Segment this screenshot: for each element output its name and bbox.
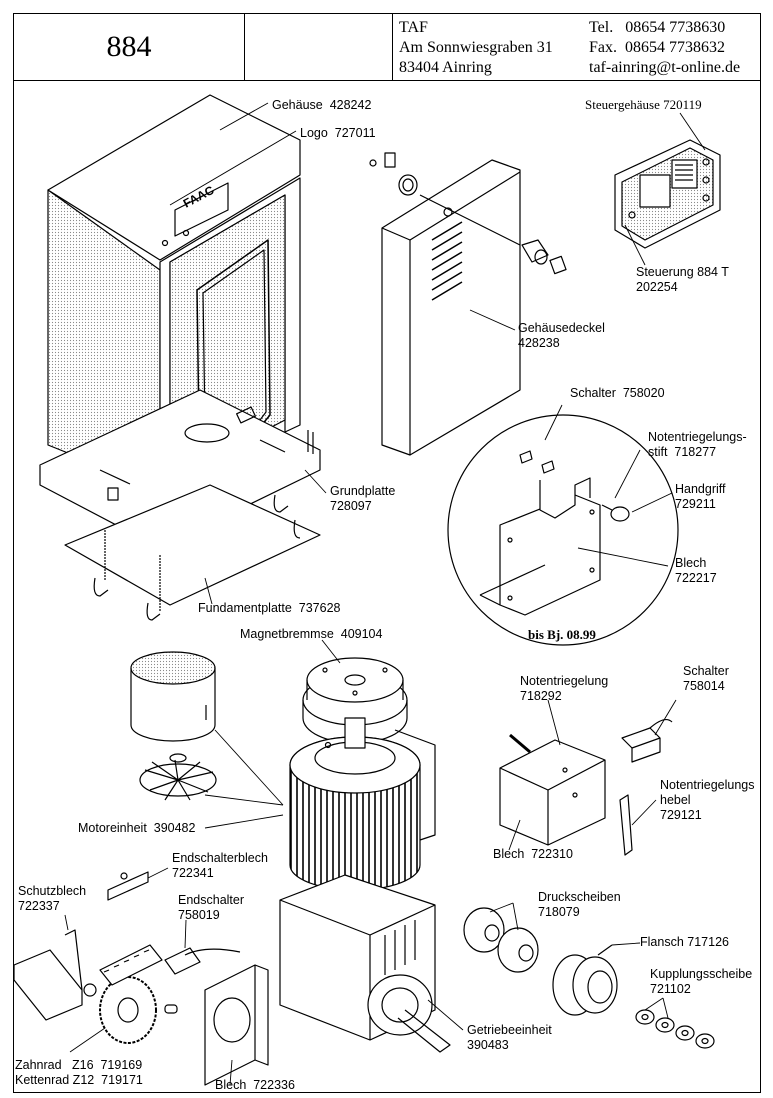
label-motoreinheit: Motoreinheit 390482 bbox=[78, 821, 196, 835]
label-steuergehaeuse: Steuergehäuse 720119 bbox=[585, 97, 702, 112]
inset-note: bis Bj. 08.99 bbox=[528, 627, 596, 642]
label-blech-722310: Blech 722310 bbox=[493, 847, 573, 861]
label-logo: Logo 727011 bbox=[300, 126, 376, 140]
label-fundamentplatte: Fundamentplatte 737628 bbox=[198, 601, 341, 615]
title-block: 884 TAF Am Sonnwiesgraben 31 83404 Ainri… bbox=[14, 14, 760, 81]
leader-lines bbox=[64, 102, 706, 1086]
fan-drawing bbox=[130, 651, 217, 801]
housing-cover-drawing bbox=[381, 159, 521, 456]
email: taf-ainring@t-online.de bbox=[589, 59, 741, 76]
foundation-plate-drawing bbox=[64, 484, 321, 621]
label-gehaeuse: Gehäuse 428242 bbox=[272, 98, 372, 112]
flange-drawing bbox=[552, 944, 618, 1016]
fax: Fax. 08654 7738632 bbox=[589, 39, 725, 56]
city: 83404 Ainring bbox=[399, 59, 492, 76]
motor-drawing bbox=[289, 717, 436, 891]
street: Am Sonnwiesgraben 31 bbox=[399, 39, 553, 56]
label-schalter-758020: Schalter 758020 bbox=[570, 386, 665, 400]
label-flansch: Flansch 717126 bbox=[640, 935, 729, 949]
phone: Tel. 08654 7738630 bbox=[589, 19, 726, 36]
label-magnetbremse: Magnetbremmse 409104 bbox=[240, 627, 383, 641]
release-lever-drawing bbox=[619, 794, 633, 856]
cover-lock-drawing bbox=[369, 152, 567, 275]
pressure-discs-drawing bbox=[463, 907, 539, 973]
inset-old-version-drawing bbox=[447, 414, 679, 646]
drawing-sheet: 884 TAF Am Sonnwiesgraben 31 83404 Ainri… bbox=[13, 13, 761, 1093]
address-block: TAF Am Sonnwiesgraben 31 83404 Ainring bbox=[399, 18, 553, 78]
blank-cell bbox=[244, 14, 393, 80]
model-number: 884 bbox=[14, 14, 245, 80]
switch-b-drawing bbox=[621, 718, 673, 763]
gearbox-drawing bbox=[279, 874, 451, 1053]
label-blech-722336: Blech 722336 bbox=[215, 1078, 295, 1092]
contact-block: Tel. 08654 7738630 Fax. 08654 7738632 ta… bbox=[589, 18, 740, 78]
coupling-discs-drawing bbox=[635, 1009, 715, 1049]
company-name: TAF bbox=[399, 19, 428, 36]
label-notentriegelungsstift: Notentriegelungs-stift 718277 bbox=[648, 430, 747, 459]
magnet-brake-drawing bbox=[302, 657, 408, 744]
housing-drawing: FAAC bbox=[47, 94, 301, 501]
release-bracket-drawing bbox=[499, 733, 606, 846]
small-parts-drawing bbox=[13, 871, 269, 1086]
control-box-drawing bbox=[614, 139, 721, 249]
